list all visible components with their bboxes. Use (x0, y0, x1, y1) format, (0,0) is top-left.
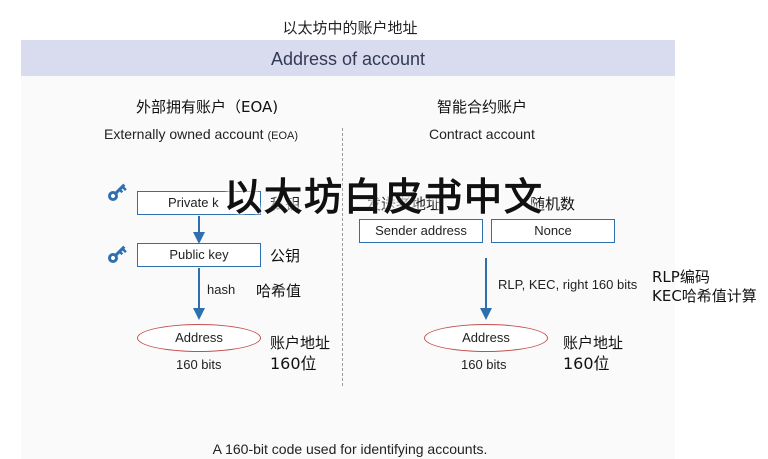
eoa-address-zh: 账户地址 (270, 334, 331, 352)
sender-address-box: Sender address (359, 219, 483, 243)
eoa-bits-label: 160 bits (176, 357, 222, 372)
hash-zh: 哈希值 (256, 282, 302, 300)
banner (21, 40, 675, 76)
contract-address-ellipse: Address (424, 324, 548, 352)
public-key-box: Public key (137, 243, 261, 267)
footer-caption: A 160-bit code used for identifying acco… (212, 441, 488, 457)
diagram-panel (21, 76, 675, 459)
column-divider (342, 128, 343, 386)
page-title: 以太坊中的账户地址 (282, 19, 418, 37)
rlp-zh-1: RLP编码 (652, 268, 710, 286)
eoa-address-ellipse: Address (137, 324, 261, 352)
public-key-zh: 公钥 (270, 247, 301, 265)
key-icon (108, 183, 127, 201)
nonce-box: Nonce (491, 219, 615, 243)
private-key-box: Private k (137, 191, 261, 215)
eoa-title-en-text: Externally owned account (104, 126, 264, 142)
watermark-text: 以太坊白皮书中文 (223, 175, 544, 219)
sender-zh: 发送者地址 (366, 195, 442, 213)
contract-title-en: Contract account (429, 126, 535, 142)
private-key-zh: 私钥 (270, 195, 301, 213)
contract-address-zh: 账户地址 (563, 334, 624, 352)
contract-title-zh: 智能合约账户 (437, 98, 528, 116)
key-icon (108, 245, 127, 263)
contract-bits-label: 160 bits (461, 357, 507, 372)
banner-title: Address of account (270, 49, 426, 69)
eoa-title-en: Externally owned account (EOA) (104, 126, 298, 142)
eoa-title-zh: 外部拥有账户（EOA) (136, 98, 279, 116)
rlp-zh-2: KEC哈希值计算 (652, 287, 757, 305)
eoa-bits-zh: 160位 (270, 354, 317, 373)
nonce-zh: 随机数 (530, 195, 576, 213)
rlp-label: RLP, KEC, right 160 bits (498, 277, 638, 292)
hash-label: hash (207, 282, 236, 297)
eoa-title-en-abbr: (EOA) (267, 130, 298, 142)
contract-bits-zh: 160位 (563, 354, 610, 373)
